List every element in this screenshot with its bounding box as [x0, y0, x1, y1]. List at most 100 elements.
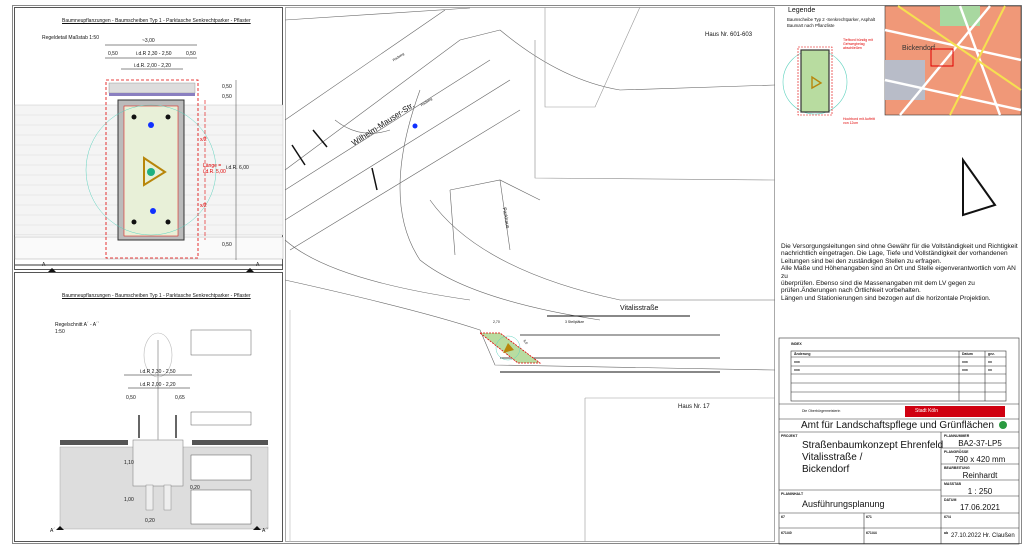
detail-bottom-scale: 1:50: [55, 329, 65, 335]
bottom-detail-drawing: [56, 329, 269, 530]
legend-title: Legende: [788, 7, 816, 14]
planinhalt-value: Ausführungsplanung: [802, 499, 885, 509]
location-map: [884, 5, 1022, 116]
detail-top-title: Baumneupflanzungen - Baumscheiben Typ 1 …: [62, 18, 251, 24]
massstab-value: 1 : 250: [967, 487, 993, 496]
note-line: Längen und Stationierungen sind bezogen …: [781, 294, 991, 302]
bottom-field-label: 67/4: [944, 515, 951, 519]
note-line: prüfen.Änderungen nach Örtlichkeit vorbe…: [781, 287, 921, 295]
index-cell: xx: [988, 368, 992, 372]
bearbeitung-label: BEARBEITUNG: [944, 466, 970, 470]
legend-annotation: Tiefbord bündig mit Gehwegbelag abschlie…: [843, 38, 873, 50]
note-line: Die Versorgungsleitungen sind ohne Gewäh…: [781, 243, 1018, 250]
project-line: Bickendorf: [802, 464, 850, 475]
projekt-label: PROJEKT: [781, 434, 798, 438]
legend-item-line: Baumart nach Pflanzliste: [787, 23, 835, 28]
dim-label: i.d.R 2,30 - 2,50: [136, 51, 172, 57]
title-block-grid: [778, 337, 1020, 545]
house-label: Haus Nr. 17: [678, 404, 710, 410]
dim-label: 0,50: [108, 51, 118, 57]
legend-annotation: Hochbord mit Auftritt von 12cm: [843, 117, 875, 125]
last-change: 27.10.2022 Hr. Claußen: [951, 533, 1015, 539]
dim-label: 0,50: [222, 94, 232, 100]
datum-value: 17.06.2021: [959, 503, 1001, 512]
datum-label: DATUM: [944, 498, 957, 502]
index-header: Änderung: [794, 352, 811, 356]
plan-label: 2,70: [493, 320, 500, 324]
section-marker: A: [42, 262, 46, 268]
bottom-field-label: 671: [866, 515, 872, 519]
section-marker: A: [256, 262, 260, 268]
mayor-label: Die Oberbürgermeisterin: [802, 409, 841, 413]
site-plan-drawing: [284, 6, 776, 542]
stadt-koeln-banner: [905, 406, 1005, 417]
plan-frame: [285, 7, 775, 542]
dim-label: 0,65: [175, 395, 185, 401]
note-line: nachrichtlich eingetragen. Die Lage, Tie…: [781, 250, 1008, 258]
index-cell: xxx: [962, 368, 968, 372]
plan-label: 3 Stellplätze: [565, 320, 585, 324]
note-line: Leitungen sind bei den zuständigen Stell…: [781, 257, 942, 265]
index-header: Datum: [962, 352, 973, 356]
project-line: Straßenbaumkonzept Ehrenfeld: [802, 440, 944, 451]
blue-marker: [412, 123, 418, 129]
top-detail-drawing: [14, 44, 284, 272]
index-cell: xxx: [962, 360, 968, 364]
planinhalt-label: PLANINHALT: [781, 492, 804, 496]
bottom-field-label: 67: [781, 515, 785, 519]
note-line: Alle Maße und Höhenangaben sind an Ort u…: [781, 265, 1016, 280]
section-marker: A´´: [262, 528, 269, 534]
detail-bottom-frame: [14, 272, 283, 542]
bottom-field-label: 671/40: [781, 531, 792, 535]
legend-drawing: [782, 46, 848, 116]
plannummer-value: BA2-37-LP5: [958, 439, 1002, 448]
dim-label: 0,20: [190, 485, 200, 491]
dim-label: 1,00: [124, 497, 134, 503]
office-name: Amt für Landschaftspflege und Grünfläche…: [801, 420, 994, 431]
detail-bottom-title: Baumneupflanzungen - Baumscheiben Typ 1 …: [62, 293, 251, 299]
plangroesse-value: 790 x 420 mm: [954, 455, 1006, 464]
dim-label: 0,20: [145, 518, 155, 524]
dim-label: 1,10: [124, 460, 134, 466]
sheet-border: [12, 5, 1022, 544]
note-line: überprüfen. Ebenso sind die Massenangabe…: [781, 280, 975, 288]
north-arrow-icon: [962, 156, 997, 217]
plangroesse-label: PLANGRÖSSE: [944, 450, 969, 454]
project-line: Vitalisstraße /: [802, 452, 863, 463]
planned-tree-pit: [478, 332, 542, 364]
index-cell: xxx: [794, 360, 800, 364]
dim-label: 0,50: [126, 395, 136, 401]
dim-label: i.d.R 2,30 - 2,50: [140, 369, 176, 375]
general-notes: Die Versorgungsleitungen sind ohne Gewäh…: [781, 243, 1019, 302]
massstab-label: MASSTAB: [944, 482, 962, 486]
map-label: Bickendorf: [902, 45, 936, 52]
dim-label: Länge = i.d.R. 5,00: [203, 163, 226, 175]
detail-bottom-subtitle: Regelschnitt A´ - A´´: [55, 322, 100, 328]
bottom-field-label: 671/44: [866, 531, 877, 535]
dim-label: x/2: [200, 203, 207, 209]
bearbeitung-value: Reinhardt: [962, 471, 998, 480]
dim-label: i.d.R 2,00 - 2,20: [140, 382, 176, 388]
dim-label: 0,50: [186, 51, 196, 57]
house-label: Haus Nr. 601-603: [705, 32, 753, 38]
index-label: INDEX: [791, 342, 802, 346]
detail-top-subtitle: Regeldetail Maßstab 1:50: [42, 35, 99, 41]
parking-arrows: [291, 129, 378, 191]
plannummer-label: PLANNUMMER: [944, 434, 970, 438]
index-cell: xxx: [794, 368, 800, 372]
dim-label: x/2: [200, 137, 207, 143]
city-label: Stadt Köln: [915, 408, 939, 414]
index-header: gez.: [988, 352, 995, 356]
bottom-field-label: ab: [944, 531, 949, 535]
dim-label: 0,50: [222, 84, 232, 90]
index-cell: xx: [988, 360, 992, 364]
legend-item-title: Baumscheibe Typ 2 -Senkrechtparker, Asph…: [787, 17, 876, 22]
office-logo-icon: [999, 421, 1007, 429]
dim-label: i.d.R. 2,00 - 2,20: [134, 63, 171, 69]
dim-label: i.d.R. 6,00: [226, 165, 249, 171]
dim-label: ~3,00: [142, 38, 155, 44]
dim-label: 0,50: [222, 242, 232, 248]
section-marker: A´: [50, 528, 55, 534]
street-label: Vitalisstraße: [620, 305, 659, 312]
